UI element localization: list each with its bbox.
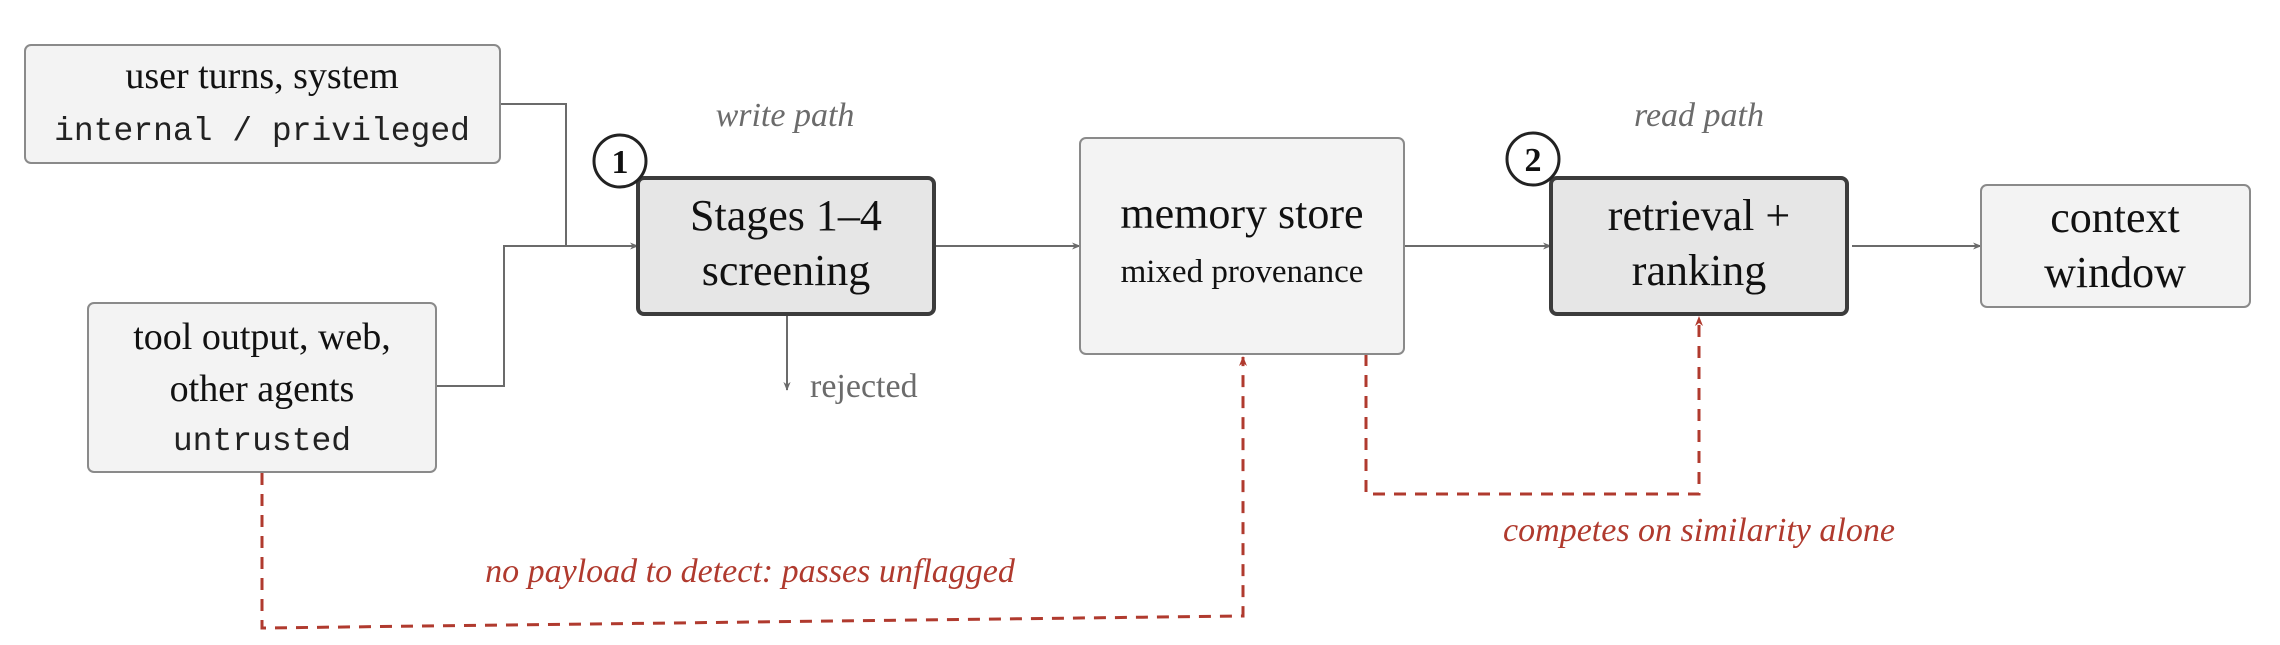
stage-2-badge: 2 [1505, 131, 1561, 187]
retrieval-stage-box: read path retrieval + ranking 2 [1505, 97, 1849, 316]
rejected-label: rejected [810, 368, 918, 405]
screening-stage-label-line2: screening [702, 246, 871, 295]
trusted-source-label: user turns, system [125, 55, 398, 97]
untrusted-to-screening-connector [436, 242, 639, 387]
untrusted-source-label-line1: tool output, web, [133, 316, 391, 358]
stage-1-badge: 1 [592, 133, 648, 189]
similarity-attack-path [1364, 316, 1703, 496]
context-window-box: context window [1980, 184, 2251, 308]
unflagged-attack-label: no payload to detect: passes unflagged [485, 553, 1016, 590]
untrusted-source-box: tool output, web, other agents untrusted [87, 302, 437, 473]
attack-paths [260, 316, 1703, 630]
stage-1-badge-number: 1 [612, 144, 629, 181]
flow-connectors [436, 103, 1982, 391]
retrieval-stage-label-line1: retrieval + [1608, 191, 1790, 240]
untrusted-source-label-line2: other agents [170, 368, 355, 410]
untrusted-source-mono-label: untrusted [173, 423, 351, 460]
trusted-source-box: user turns, system internal / privileged [24, 44, 501, 164]
unflagged-attack-path [260, 356, 1247, 630]
context-window-label-line1: context [2050, 193, 2180, 242]
trusted-to-screening-connector [500, 103, 567, 246]
memory-store-sublabel: mixed provenance [1121, 254, 1364, 290]
memory-store-box: memory store mixed provenance [1079, 137, 1405, 355]
screening-stage-box: write path Stages 1–4 screening 1 reject… [592, 97, 936, 405]
retrieval-stage-label-line2: ranking [1632, 246, 1766, 295]
write-path-label: write path [716, 97, 855, 134]
stage-2-badge-number: 2 [1525, 142, 1542, 179]
similarity-attack-label: competes on similarity alone [1503, 512, 1895, 549]
trusted-source-mono-label: internal / privileged [54, 113, 470, 150]
context-window-label-line2: window [2044, 248, 2186, 297]
memory-store-label: memory store [1120, 189, 1363, 238]
read-path-label: read path [1634, 97, 1764, 134]
screening-stage-label-line1: Stages 1–4 [690, 191, 882, 240]
